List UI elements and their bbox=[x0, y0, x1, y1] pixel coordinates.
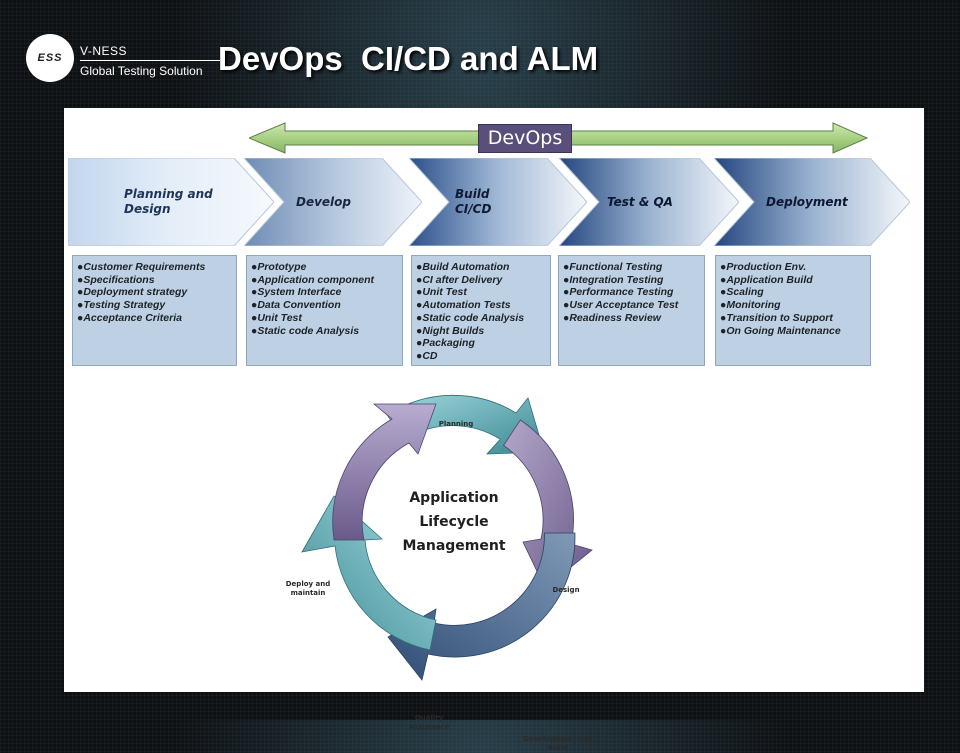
logo-brand-name: V-NESS bbox=[80, 44, 128, 58]
alm-center-line-3: Management bbox=[402, 538, 506, 554]
phase-detail-item: ●Transition to Support bbox=[720, 311, 833, 324]
phase-detail-box-3: ●Build Automation●CI after Delivery●Unit… bbox=[411, 255, 551, 366]
alm-label-qa: Quality Assurance bbox=[408, 714, 450, 731]
vness-logo: ESS V-NESS Global Testing Solution bbox=[26, 34, 220, 86]
phase-chevron-4: Test & QA bbox=[559, 158, 739, 246]
phase-detail-item: ●System Interface bbox=[251, 286, 342, 299]
phase-detail-item: ●Monitoring bbox=[720, 299, 781, 312]
devops-label: DevOps bbox=[478, 124, 572, 153]
phase-detail-item: ●Application component bbox=[251, 273, 375, 286]
phase-detail-item: ●Readiness Review bbox=[563, 311, 661, 324]
logo-divider bbox=[80, 60, 220, 61]
phase-detail-item: ●Prototype bbox=[251, 261, 307, 273]
alm-center-line-1: Application bbox=[409, 490, 499, 506]
phase-detail-item: ●Application Build bbox=[720, 273, 813, 286]
phase-chevron-2: Develop bbox=[244, 158, 422, 246]
phase-detail-item: ●Production Env. bbox=[720, 261, 807, 273]
phase-label-4: Test & QA bbox=[607, 194, 673, 209]
phase-detail-item: ●CD bbox=[416, 349, 438, 362]
phase-detail-item: ●Build Automation bbox=[416, 261, 510, 273]
phase-detail-item: ●Static code Analysis bbox=[416, 311, 525, 324]
phase-detail-item: ●Functional Testing bbox=[563, 261, 663, 273]
phase-detail-item: ●Integration Testing bbox=[563, 273, 664, 286]
phase-detail-item: ●User Acceptance Test bbox=[563, 299, 679, 312]
phase-detail-item: ●On Going Maintenance bbox=[720, 324, 841, 337]
phase-detail-box-2: ●Prototype●Application component●System … bbox=[246, 255, 403, 366]
phase-detail-item: ●Performance Testing bbox=[563, 286, 674, 299]
slide-title: DevOps CI/CD and ALM bbox=[218, 40, 599, 77]
phase-detail-item: ●Deployment strategy bbox=[77, 286, 188, 299]
phase-detail-item: ●Testing Strategy bbox=[77, 299, 166, 312]
phase-detail-item: ●Automation Tests bbox=[416, 299, 511, 312]
alm-arrow-deploy bbox=[332, 403, 437, 541]
phase-detail-item: ●CI after Delivery bbox=[416, 273, 503, 286]
alm-cycle: Application Lifecycle Management Plannin… bbox=[286, 374, 612, 752]
phase-detail-item: ●Packaging bbox=[416, 337, 475, 350]
phase-chevron-5: Deployment bbox=[714, 158, 910, 246]
alm-center-text: Application Lifecycle Management bbox=[392, 486, 516, 558]
alm-label-design: Design bbox=[552, 586, 580, 594]
phase-detail-item: ●Unit Test bbox=[416, 286, 467, 299]
phase-detail-item: ●Scaling bbox=[720, 286, 764, 299]
phase-detail-item: ●Customer Requirements bbox=[77, 261, 206, 273]
phase-detail-item: ●Static code Analysis bbox=[251, 324, 360, 337]
phase-detail-item: ●Data Convention bbox=[251, 299, 341, 312]
phase-label-2: Develop bbox=[296, 194, 352, 209]
phase-detail-box-5: ●Production Env.●Application Build●Scali… bbox=[715, 255, 871, 366]
logo-tagline: Global Testing Solution bbox=[80, 64, 203, 78]
phase-detail-item: ●Unit Test bbox=[251, 311, 302, 324]
alm-arrow-development bbox=[387, 532, 576, 681]
phase-label-5: Deployment bbox=[766, 194, 848, 209]
phase-detail-box-1: ●Customer Requirements●Specifications●De… bbox=[72, 255, 237, 366]
phase-detail-item: ●Night Builds bbox=[416, 324, 485, 337]
alm-label-development: Development and Build bbox=[523, 735, 593, 752]
alm-cycle-ring bbox=[301, 394, 593, 681]
alm-center-line-2: Lifecycle bbox=[419, 514, 489, 530]
alm-label-deploy: Deploy and maintain bbox=[285, 580, 331, 597]
alm-label-planning: Planning bbox=[438, 420, 474, 428]
phase-detail-item: ●Acceptance Criteria bbox=[77, 311, 182, 324]
phase-detail-item: ●Specifications bbox=[77, 273, 155, 286]
vness-logo-mark: ESS bbox=[26, 34, 74, 82]
phase-detail-box-4: ●Functional Testing●Integration Testing●… bbox=[558, 255, 705, 366]
